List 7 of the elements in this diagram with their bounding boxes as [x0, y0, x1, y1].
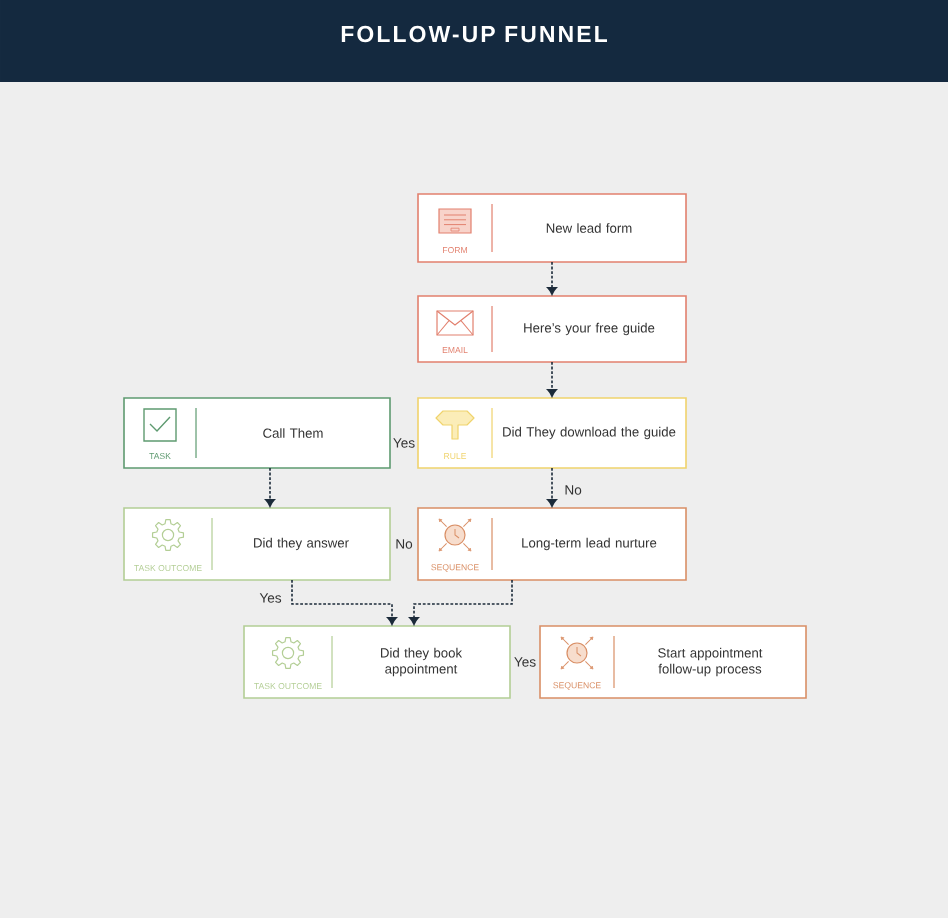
flow-arrow: [265, 467, 275, 507]
title-banner: FOLLOW-UP FUNNEL: [0, 0, 948, 82]
flow-arrow: [291, 579, 397, 625]
flow-arrow: [547, 467, 557, 507]
flow-arrow: [547, 261, 557, 295]
flow-arrow: [409, 579, 513, 625]
flow-arrow: [547, 361, 557, 397]
